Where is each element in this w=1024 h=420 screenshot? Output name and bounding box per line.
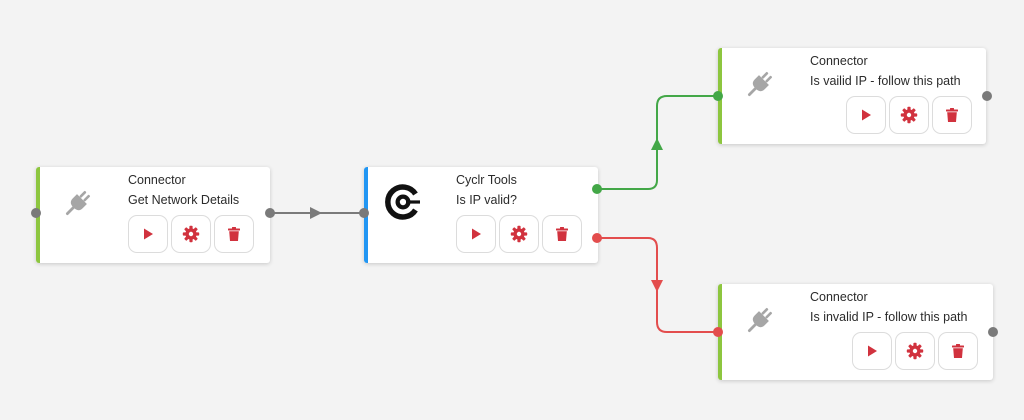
run-button[interactable] [846,96,886,134]
input-port[interactable] [713,91,723,101]
node-subtitle: Is vailid IP - follow this path [810,74,961,88]
settings-button[interactable] [171,215,211,253]
input-port[interactable] [359,208,369,218]
trash-icon [946,108,958,122]
wire-arrow-gray [310,207,322,219]
trash-icon [556,227,568,241]
play-icon [868,345,877,357]
delete-button[interactable] [938,332,978,370]
run-button[interactable] [128,215,168,253]
node-title: Connector [810,290,868,304]
cyclr-logo-icon [384,183,422,221]
false-output-port[interactable] [592,233,602,243]
settings-button[interactable] [889,96,929,134]
node-is-ip-valid[interactable]: Cyclr Tools Is IP valid? [359,167,602,263]
node-actions [128,215,254,253]
play-icon [472,228,481,240]
node-subtitle: Get Network Details [128,193,240,207]
node-invalid-ip-path[interactable]: Connector Is invalid IP - follow this pa… [713,284,998,380]
node-subtitle: Is invalid IP - follow this path [810,310,968,324]
node-actions [846,96,972,134]
play-icon [144,228,153,240]
run-button[interactable] [456,215,496,253]
node-title: Cyclr Tools [456,173,517,187]
output-port[interactable] [265,208,275,218]
gear-icon [906,342,924,360]
delete-button[interactable] [542,215,582,253]
output-port[interactable] [982,91,992,101]
node-actions [852,332,978,370]
wire-arrow-green [651,138,663,150]
input-port[interactable] [713,327,723,337]
wire-false-branch[interactable] [597,237,718,333]
trash-icon [228,227,240,241]
node-subtitle: Is IP valid? [456,193,517,207]
true-output-port[interactable] [592,184,602,194]
node-get-network-details[interactable]: Connector Get Network Details [31,167,275,263]
input-port[interactable] [31,208,41,218]
plug-icon [742,68,776,102]
gear-icon [182,225,200,243]
delete-button[interactable] [932,96,972,134]
plug-icon [60,187,94,221]
settings-button[interactable] [499,215,539,253]
play-icon [862,109,871,121]
node-title: Connector [128,173,186,187]
run-button[interactable] [852,332,892,370]
wire-arrow-red [651,280,663,292]
gear-icon [510,225,528,243]
node-valid-ip-path[interactable]: Connector Is vailid IP - follow this pat… [713,48,992,144]
settings-button[interactable] [895,332,935,370]
plug-icon [742,304,776,338]
output-port[interactable] [988,327,998,337]
trash-icon [952,344,964,358]
gear-icon [900,106,918,124]
node-title: Connector [810,54,868,68]
delete-button[interactable] [214,215,254,253]
node-actions [456,215,582,253]
wire-true-branch[interactable] [597,95,718,190]
